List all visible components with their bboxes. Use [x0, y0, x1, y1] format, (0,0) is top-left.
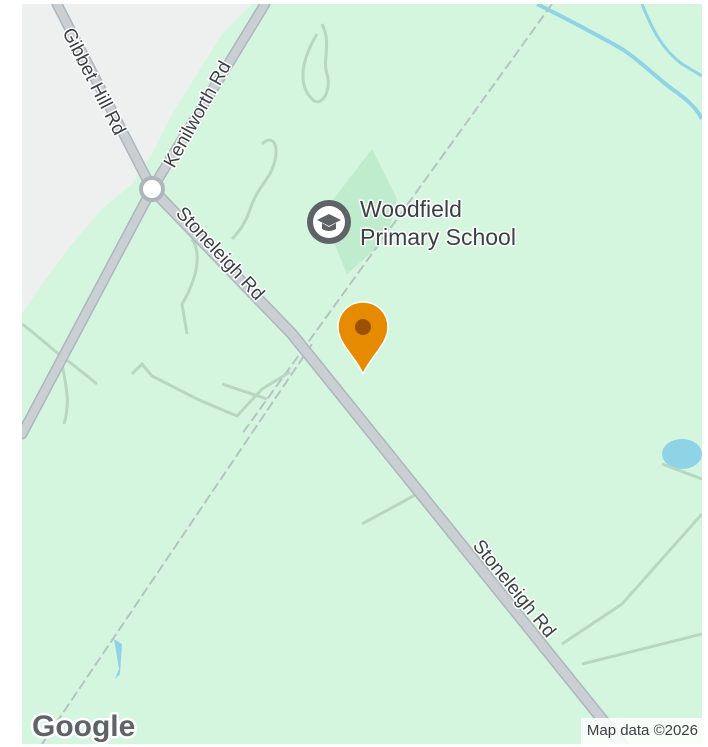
poi-name-line2: Primary School — [360, 224, 516, 250]
park-area — [322, 149, 397, 274]
map-view[interactable]: Gibbet Hill Rd Kenilworth Rd Stoneleigh … — [22, 4, 702, 744]
map-pin-icon[interactable] — [337, 301, 389, 376]
pond — [662, 439, 702, 469]
river-branch — [640, 4, 702, 78]
school-icon[interactable] — [307, 200, 351, 244]
map-attribution[interactable]: Map data ©2026 — [580, 718, 702, 744]
stream — [114, 639, 122, 679]
poi-name-line1: Woodfield — [360, 196, 462, 222]
river — [536, 4, 702, 120]
poi-woodfield-primary-school[interactable]: Woodfield Primary School — [307, 195, 517, 252]
map-canvas[interactable]: Gibbet Hill Rd Kenilworth Rd Stoneleigh … — [22, 4, 702, 744]
google-logo: Google — [32, 710, 135, 743]
road-network — [22, 4, 628, 744]
railway-line — [241, 4, 553, 435]
railway-line-lower — [41, 343, 313, 744]
footpaths — [22, 23, 702, 666]
